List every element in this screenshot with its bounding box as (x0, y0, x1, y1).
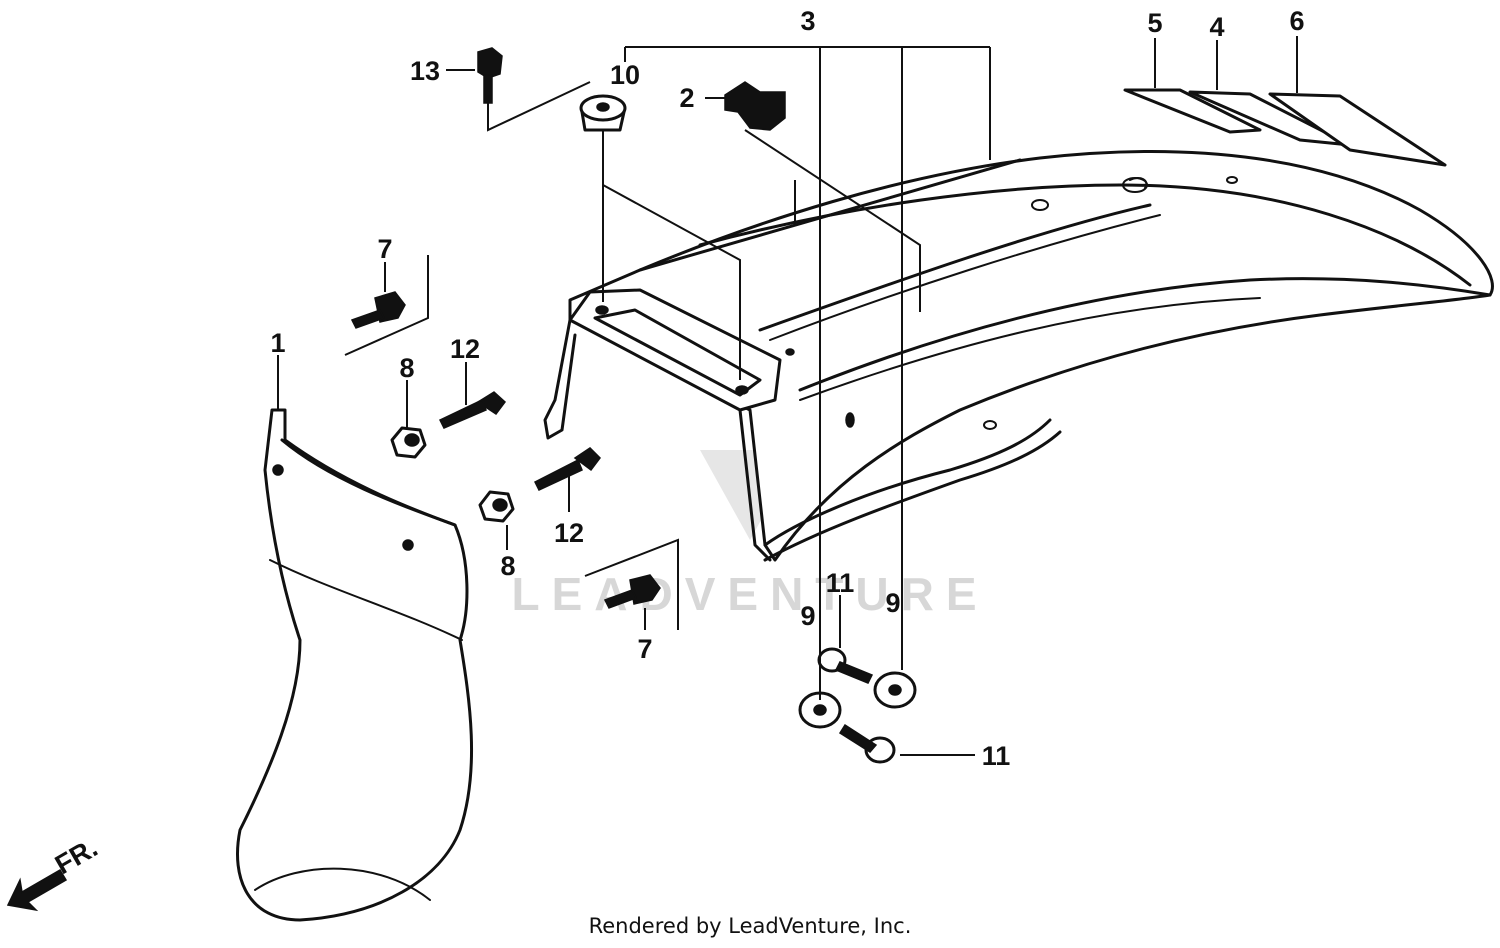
part-7-bolt-a (350, 291, 406, 329)
front-direction-arrow: FR. (6, 832, 103, 912)
part-12-screw-a (438, 391, 507, 429)
part-11-bolt-a (817, 647, 874, 684)
decal-5 (1123, 88, 1262, 134)
callout-12b: 12 (554, 518, 584, 548)
callout-10: 10 (610, 60, 640, 90)
rear-fender (568, 150, 1494, 562)
credit-text: Rendered by LeadVenture, Inc. (588, 914, 912, 938)
callout-8a: 8 (399, 353, 414, 383)
part-8-nut-a (390, 426, 427, 459)
callout-9b: 9 (885, 588, 900, 618)
callout-4: 4 (1209, 12, 1224, 42)
leader-lines (277, 36, 1298, 756)
part-9-washer-b (873, 671, 917, 709)
part-11-bolt-b (838, 723, 896, 764)
decals (1123, 88, 1447, 167)
callout-7a: 7 (377, 234, 392, 264)
callout-3: 3 (800, 6, 815, 36)
callout-8b: 8 (500, 551, 515, 581)
callout-labels: 3 5 4 6 13 10 2 7 1 12 8 12 8 7 11 9 9 1… (270, 6, 1304, 771)
callout-5: 5 (1147, 8, 1162, 38)
watermark-text: LEADVENTURE (511, 568, 988, 620)
callout-13: 13 (410, 56, 440, 86)
decal-6 (1268, 92, 1447, 167)
part-7-bolt-b (603, 574, 661, 609)
part-2-clip (724, 81, 786, 131)
part-13-bolt (477, 47, 503, 104)
callout-11b: 11 (982, 741, 1011, 771)
part-8-nut-b (478, 490, 515, 523)
callout-2: 2 (679, 83, 694, 113)
callout-7b: 7 (637, 634, 652, 664)
callout-11a: 11 (826, 568, 855, 598)
callout-9a: 9 (800, 601, 815, 631)
part-12-screw-b (533, 447, 601, 491)
callout-1: 1 (270, 328, 285, 358)
mounting-bracket (543, 288, 795, 562)
callout-12a: 12 (450, 334, 480, 364)
mud-flap (236, 408, 474, 922)
part-10-grommet (579, 94, 627, 132)
callout-6: 6 (1289, 6, 1304, 36)
